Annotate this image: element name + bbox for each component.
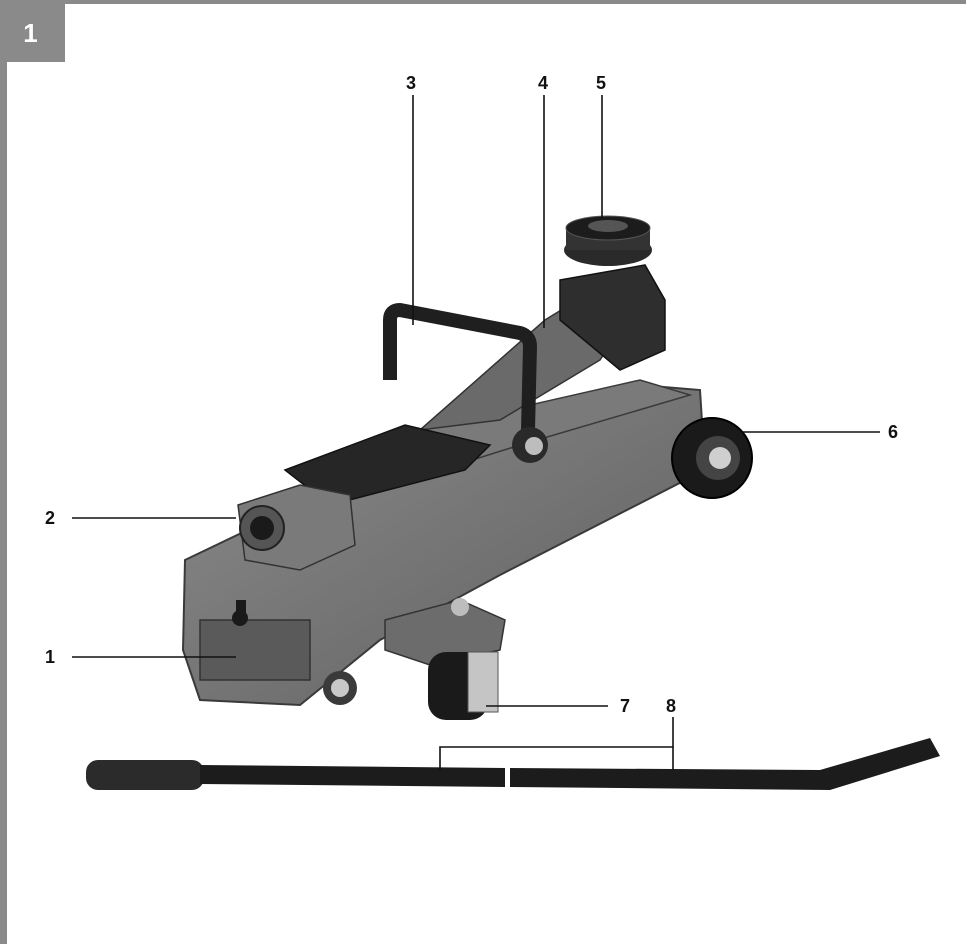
callout-1: 1: [45, 647, 56, 667]
handle-tube-1: [200, 765, 505, 787]
frame-top-border: [0, 0, 966, 4]
callout-4: 4: [538, 73, 549, 93]
saddle-bracket: [559, 264, 666, 371]
pump-base: [199, 619, 311, 681]
carry-handle: [383, 303, 537, 431]
leader-lines: [72, 95, 880, 770]
frame-left-border: [0, 0, 7, 944]
handle-tube-2: [510, 738, 940, 790]
callout-5: 5: [596, 73, 607, 93]
callout-8: 8: [666, 696, 677, 716]
callout-3: 3: [406, 73, 417, 93]
figure-number-badge: 1: [0, 0, 65, 62]
callout-6: 6: [888, 422, 899, 442]
callout-7: 7: [620, 696, 631, 716]
handle-grip: [86, 760, 204, 790]
callout-2: 2: [45, 508, 56, 528]
